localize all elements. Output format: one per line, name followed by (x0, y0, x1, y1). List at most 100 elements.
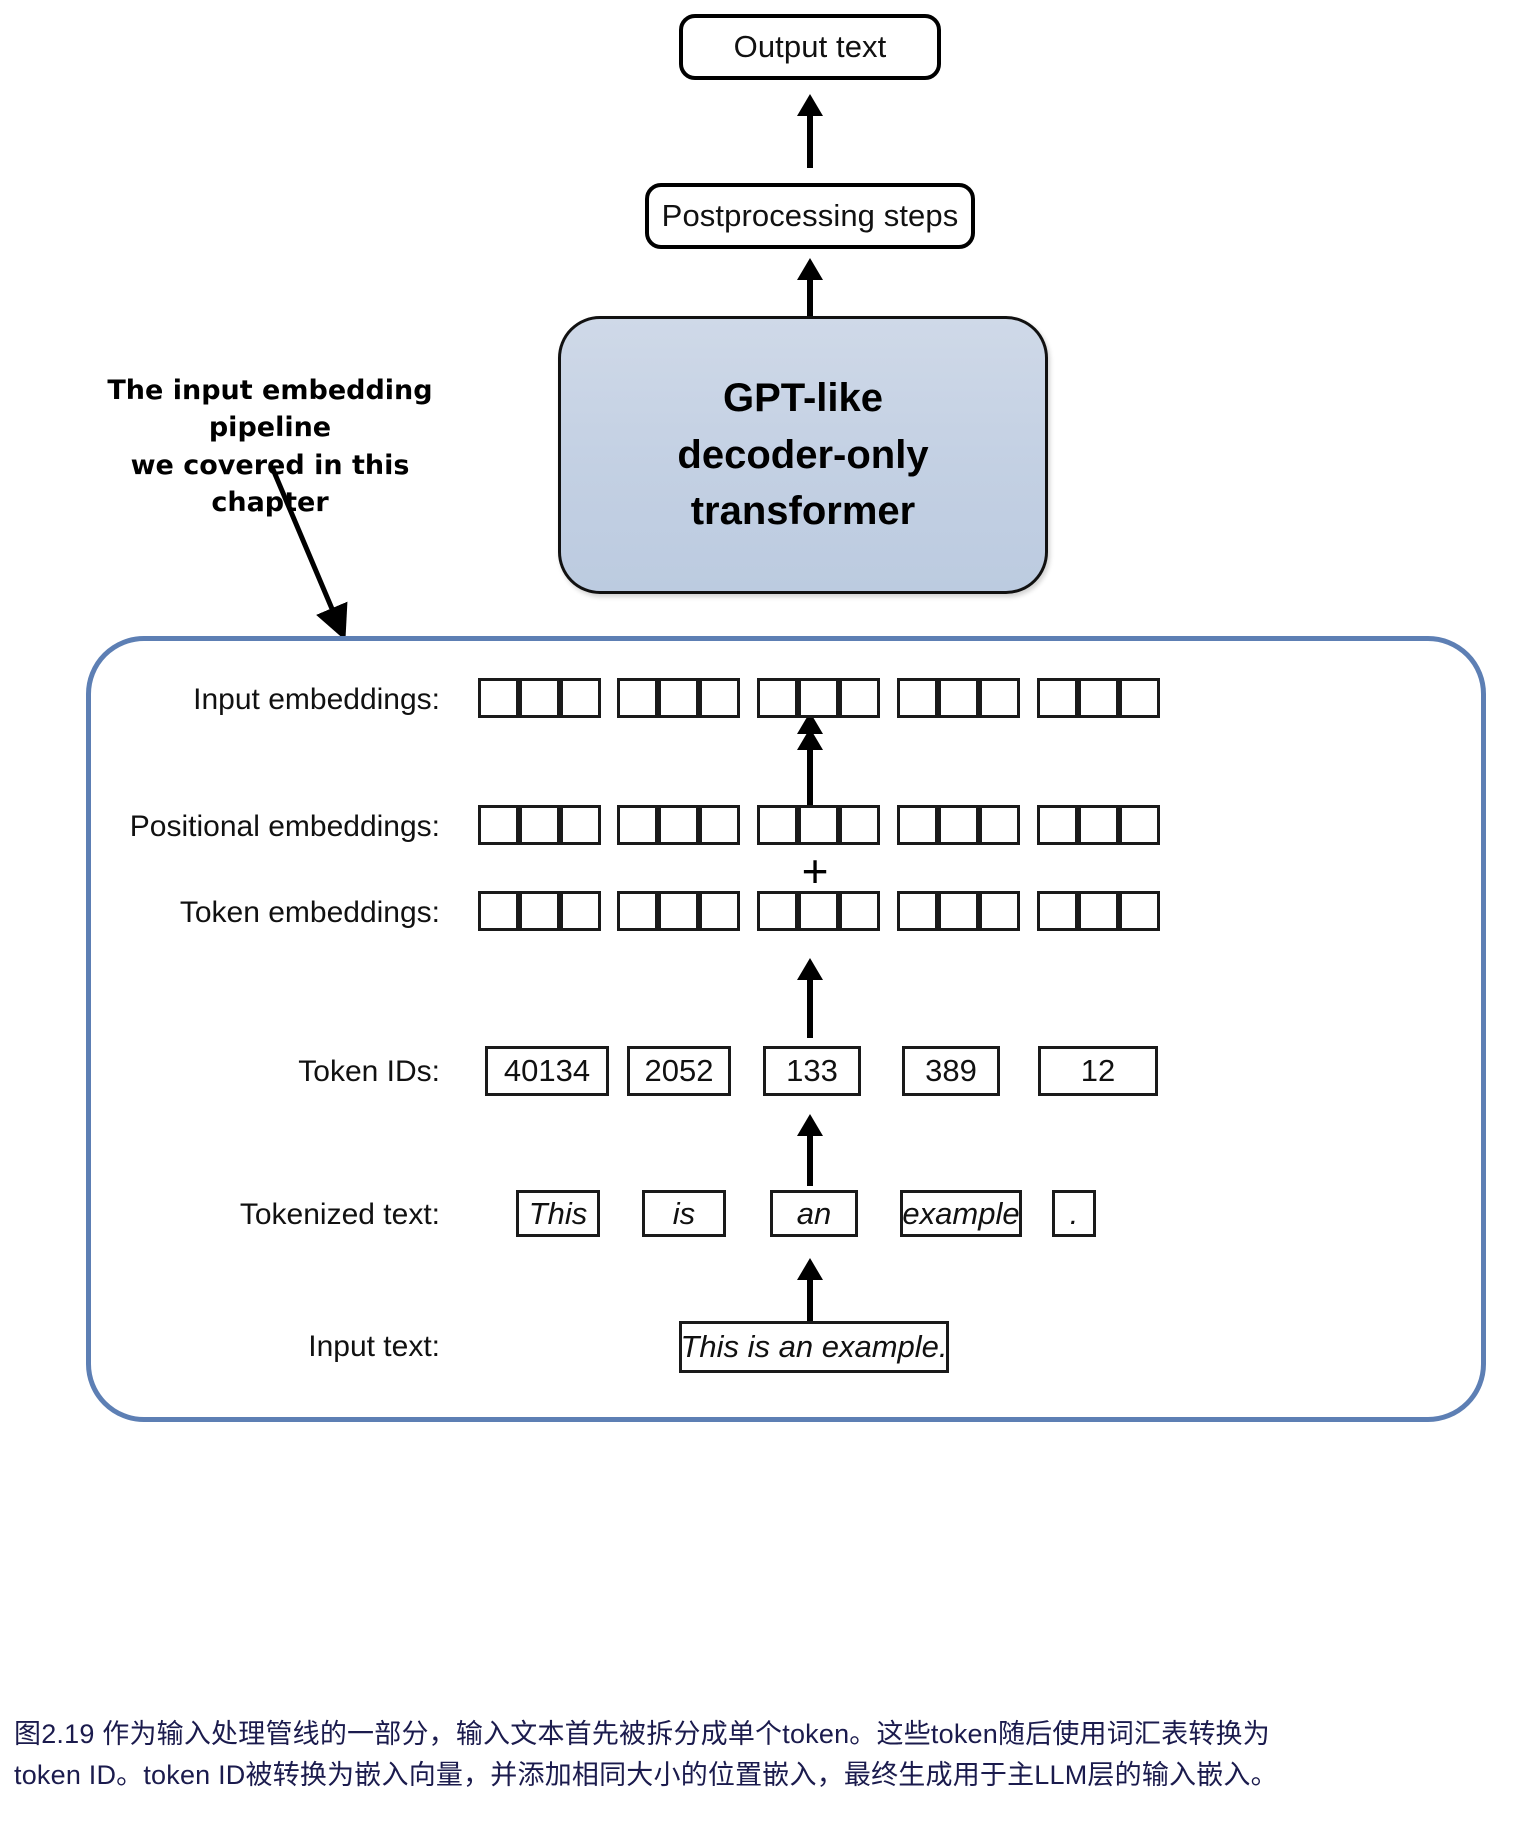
token-embeddings-group-5 (1037, 891, 1160, 931)
token-value: example (902, 1195, 1020, 1231)
embedding-cell (658, 891, 699, 931)
embedding-cell (757, 805, 798, 845)
token-id-value: 133 (786, 1053, 838, 1088)
embedding-cell (839, 891, 880, 931)
embedding-cell (897, 678, 938, 718)
embedding-cell (478, 805, 519, 845)
token-value: . (1069, 1195, 1079, 1231)
embedding-cell (1037, 891, 1078, 931)
token-value: This (528, 1195, 588, 1231)
postprocessing-box: Postprocessing steps (645, 183, 975, 249)
output-text-label: Output text (733, 29, 887, 64)
token-embeddings-group-1 (478, 891, 601, 931)
input-embeddings-group-4 (897, 678, 1020, 718)
embedding-cell (1078, 678, 1119, 718)
embedding-cell (560, 678, 601, 718)
model-title-line2: decoder-only (677, 432, 929, 477)
embedding-cell (1119, 891, 1160, 931)
input-text-box: This is an example. (679, 1321, 949, 1373)
embedding-cell (478, 891, 519, 931)
embedding-cell (839, 678, 880, 718)
postprocessing-label: Postprocessing steps (661, 198, 959, 233)
input-embeddings-group-2 (617, 678, 740, 718)
positional-embeddings-group-2 (617, 805, 740, 845)
embedding-cell (699, 678, 740, 718)
input-pipeline-frame (86, 636, 1486, 1422)
input-embeddings-group-5 (1037, 678, 1160, 718)
plus-sign: + (801, 845, 829, 897)
positional-embeddings-group-1 (478, 805, 601, 845)
token-value: is (672, 1195, 696, 1231)
token-id-value: 389 (925, 1053, 977, 1088)
embedding-cell (519, 891, 560, 931)
embedding-cell (617, 891, 658, 931)
embedding-cell (617, 678, 658, 718)
embedding-cell (617, 805, 658, 845)
row-label-input-embeddings: Input embeddings: (193, 683, 440, 716)
embedding-cell (1119, 678, 1160, 718)
input-text-value: This is an example. (680, 1329, 948, 1364)
token-id-value: 12 (1080, 1053, 1116, 1088)
embedding-cell (798, 805, 839, 845)
token-box: an (770, 1190, 858, 1237)
token-embeddings-group-4 (897, 891, 1020, 931)
embedding-cell (938, 891, 979, 931)
embedding-cell (560, 805, 601, 845)
caption-line1: 图2.19 作为输入处理管线的一部分，输入文本首先被拆分成单个token。这些t… (14, 1719, 1270, 1749)
input-embeddings-group-1 (478, 678, 601, 718)
token-embeddings-group-3 (757, 891, 880, 931)
token-box: example (900, 1190, 1022, 1237)
figure-caption: 图2.19 作为输入处理管线的一部分，输入文本首先被拆分成单个token。这些t… (14, 1714, 1504, 1796)
token-id-box: 12 (1038, 1046, 1158, 1096)
output-text-box: Output text (679, 14, 941, 80)
row-label-positional-embeddings: Positional embeddings: (129, 810, 440, 843)
model-title-line1: GPT-like (722, 375, 884, 420)
embedding-cell (1078, 805, 1119, 845)
token-embeddings-group-2 (617, 891, 740, 931)
caption-line2: token ID。token ID被转换为嵌入向量，并添加相同大小的位置嵌入，最… (14, 1760, 1278, 1791)
annotation-text: The input embedding pipeline we covered … (80, 372, 460, 521)
embedding-cell (1078, 891, 1119, 931)
model-title-line3: transformer (690, 489, 916, 534)
embedding-cell (979, 805, 1020, 845)
positional-embeddings-group-4 (897, 805, 1020, 845)
embedding-cell (979, 678, 1020, 718)
row-label-input-text: Input text: (308, 1330, 440, 1363)
embedding-cell (897, 891, 938, 931)
embedding-cell (658, 805, 699, 845)
gpt-model-box: GPT-like decoder-only transformer (558, 316, 1048, 594)
embedding-cell (938, 678, 979, 718)
positional-embeddings-group-5 (1037, 805, 1160, 845)
embedding-cell (798, 891, 839, 931)
embedding-cell (699, 891, 740, 931)
embedding-cell (1037, 805, 1078, 845)
annotation-line2: we covered in this chapter (130, 449, 410, 518)
embedding-cell (560, 891, 601, 931)
token-id-box: 2052 (627, 1046, 731, 1096)
token-id-value: 40134 (503, 1053, 591, 1088)
embedding-cell (757, 678, 798, 718)
row-label-token-embeddings: Token embeddings: (179, 896, 440, 929)
row-label-token-ids: Token IDs: (298, 1055, 440, 1088)
positional-embeddings-group-3 (757, 805, 880, 845)
embedding-cell (757, 891, 798, 931)
embedding-cell (979, 891, 1020, 931)
embedding-cell (519, 678, 560, 718)
embedding-cell (897, 805, 938, 845)
embedding-cell (658, 678, 699, 718)
embedding-cell (478, 678, 519, 718)
annotation-line1: The input embedding pipeline (107, 375, 433, 444)
embedding-cell (839, 805, 880, 845)
token-id-box: 40134 (485, 1046, 609, 1096)
annotation-pointer-arrow (269, 466, 348, 641)
embedding-cell (1119, 805, 1160, 845)
token-id-value: 2052 (644, 1053, 714, 1088)
row-label-tokenized-text: Tokenized text: (239, 1198, 440, 1231)
embedding-cell (699, 805, 740, 845)
token-id-box: 389 (902, 1046, 1000, 1096)
token-box: is (642, 1190, 726, 1237)
embedding-cell (938, 805, 979, 845)
token-box: This (516, 1190, 600, 1237)
token-box: . (1052, 1190, 1096, 1237)
